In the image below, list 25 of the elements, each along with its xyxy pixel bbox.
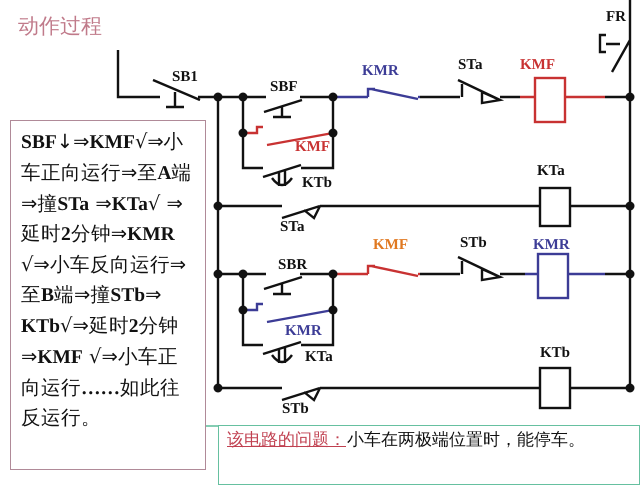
- component-label: FR: [606, 10, 626, 25]
- note-heading: 该电路的问题：: [227, 429, 346, 452]
- component-label: KTa: [305, 350, 333, 365]
- process-description: SBF↓⇒KMF√⇒小车正向运行⇒至A端⇒撞STa ⇒KTa√ ⇒延时2分钟⇒KMR √⇒小车反向运行⇒至B端⇒撞STb⇒ KTb√⇒延时2分钟⇒KMF √⇒小车正向运行……如此往反运行。: [21, 130, 192, 430]
- component-label: KTa: [537, 164, 565, 179]
- note-text: 小车在两极端位置时，能停车。: [347, 429, 586, 452]
- process-description-box: [10, 120, 206, 470]
- component-label: STa: [458, 58, 482, 73]
- component-label: STb: [460, 236, 487, 251]
- component-label: KMF: [373, 238, 408, 253]
- component-label: KMR: [285, 324, 322, 339]
- component-label: KMR: [533, 238, 570, 253]
- component-label: SBR: [278, 258, 308, 273]
- component-label: STb: [282, 402, 309, 417]
- component-label: KMR: [362, 64, 399, 79]
- component-label: KTb: [540, 346, 570, 361]
- component-label: SBF: [270, 80, 298, 95]
- component-label: STa: [280, 220, 304, 235]
- component-label: KMF: [295, 140, 330, 155]
- title: 动作过程: [18, 13, 102, 40]
- component-label: SB1: [172, 70, 198, 85]
- note-box: [218, 425, 640, 485]
- component-label: KMF: [520, 58, 555, 73]
- component-label: KTb: [302, 176, 332, 191]
- connector-line: [206, 425, 218, 427]
